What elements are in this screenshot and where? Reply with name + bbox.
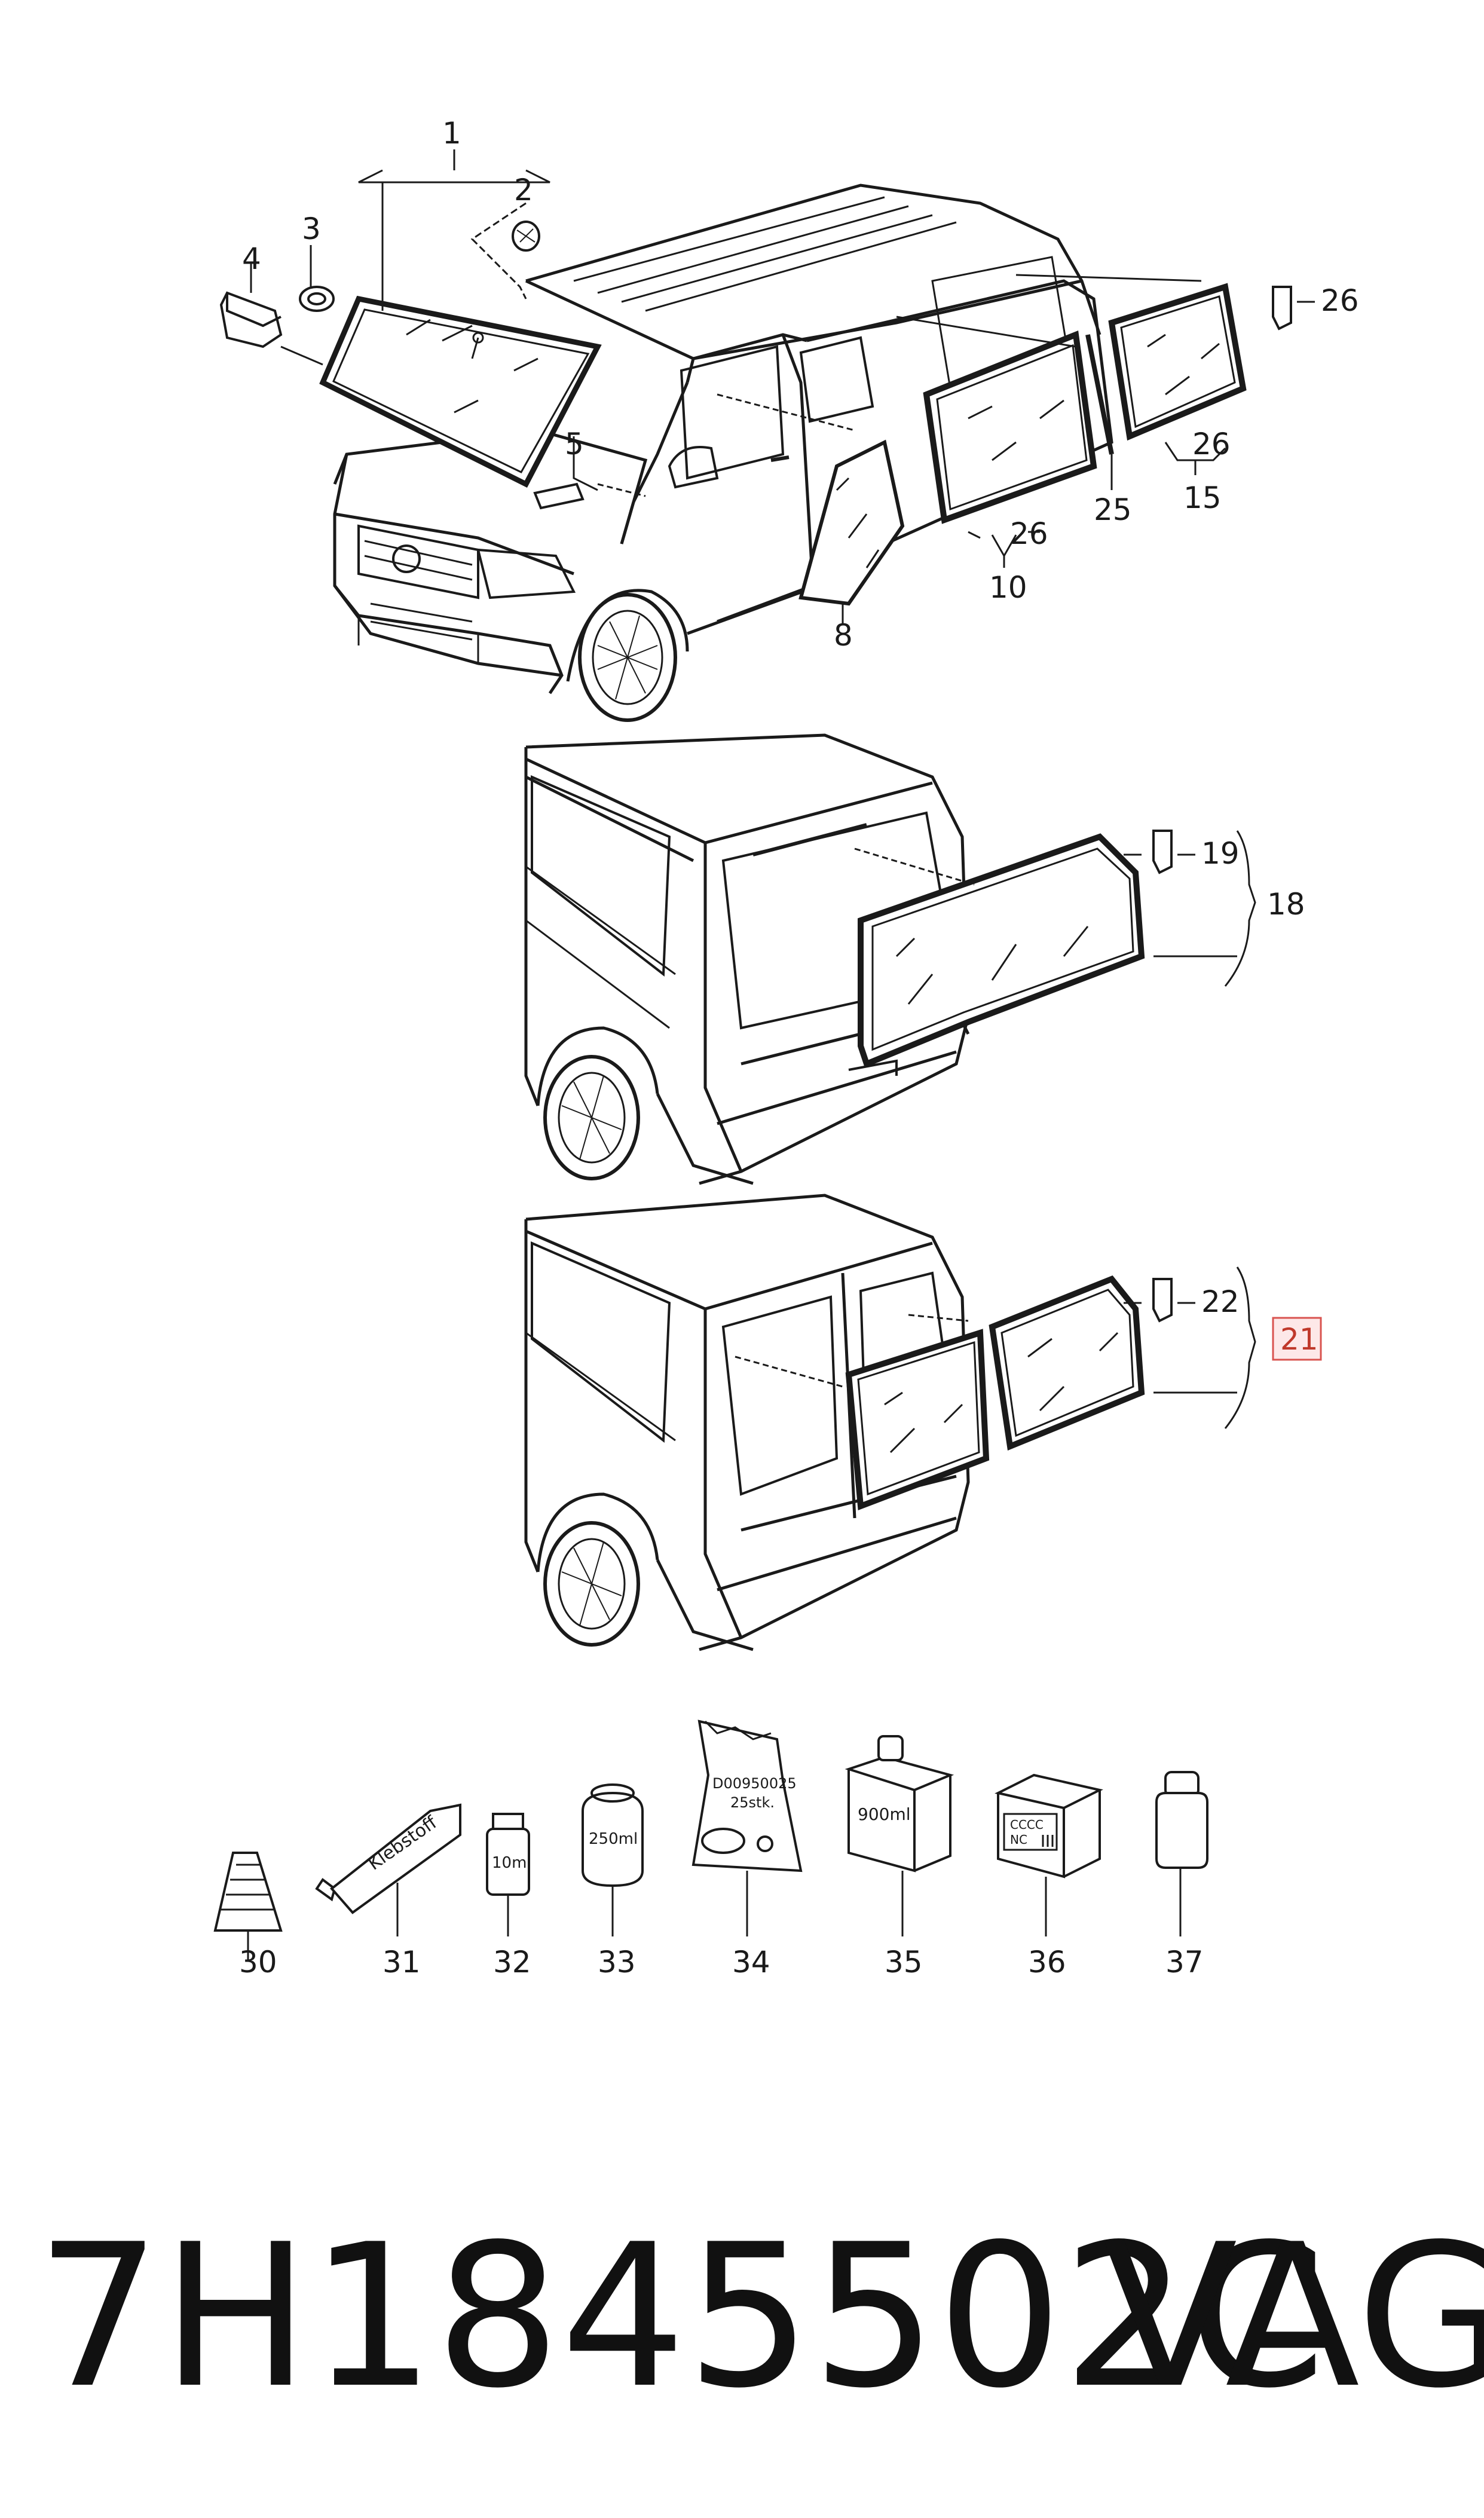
callout-21-highlight xyxy=(1272,1317,1322,1361)
trim-strip-part-25 xyxy=(1085,334,1114,455)
accessory-adhesive-tube-part-31: Klebstoff xyxy=(315,1803,461,1936)
windscreen xyxy=(319,295,602,488)
tailgate-glass-part-18 xyxy=(858,833,1145,1068)
rain-sensor-part-4 xyxy=(219,291,283,348)
accessory-vial-part-32: 10ml xyxy=(486,1813,531,1936)
callout-18: 18 xyxy=(1267,887,1305,922)
leader-lines-lower xyxy=(735,1266,1256,1429)
leader-lines-top xyxy=(250,149,1315,625)
callout-32: 32 xyxy=(493,1945,531,1979)
callout-8: 8 xyxy=(834,618,853,653)
brand-name: VAG xyxy=(1103,2202,1484,2431)
door-window-part-8 xyxy=(798,439,905,606)
callout-4: 4 xyxy=(242,241,261,276)
accessory-bag-part-34: D00950025 25stk. xyxy=(691,1720,803,1936)
clip-part-19 xyxy=(1152,830,1173,874)
accessory-bottle-part-35: 900ml xyxy=(844,1735,954,1936)
side-window-part-15 xyxy=(1108,283,1247,441)
callout-15: 15 xyxy=(1183,481,1222,515)
leader-lines-middle xyxy=(854,830,1256,987)
callout-35: 35 xyxy=(885,1945,923,1979)
callout-37: 37 xyxy=(1165,1945,1204,1979)
sensor-ring-part-3 xyxy=(299,286,335,312)
can-label: 250ml xyxy=(589,1830,638,1848)
callout-30: 30 xyxy=(239,1945,277,1979)
callout-19: 19 xyxy=(1201,836,1240,871)
callout-31: 31 xyxy=(383,1945,421,1979)
callout-26-a: 26 xyxy=(1010,516,1048,551)
bag-qty: 25stk. xyxy=(730,1794,775,1811)
box-label-1: CCCC xyxy=(1010,1818,1044,1832)
accessory-jar-part-37 xyxy=(1155,1771,1208,1936)
callout-5: 5 xyxy=(565,427,584,461)
callout-3: 3 xyxy=(302,212,321,246)
callout-26-c: 26 xyxy=(1321,283,1359,318)
van-front-view xyxy=(333,183,1113,722)
clip-part-2 xyxy=(512,221,540,252)
callout-25: 25 xyxy=(1094,492,1132,527)
accessory-can-part-33: 250ml xyxy=(582,1783,644,1936)
barn-door-glass-part-21 xyxy=(845,1275,1145,1511)
accessory-box-part-36: CCCC NC xyxy=(995,1773,1103,1936)
accessory-nozzle-part-30 xyxy=(213,1852,283,1960)
part-number: 7H1845502C xyxy=(36,2202,1326,2431)
bag-code: D00950025 xyxy=(712,1775,797,1792)
callout-34: 34 xyxy=(732,1945,770,1979)
side-window-part-10 xyxy=(923,330,1097,524)
callouts: 1 2 3 4 5 8 10 26 25 26 15 26 19 18 22 2… xyxy=(239,116,1359,1979)
box-label-2: NC xyxy=(1010,1832,1027,1847)
callout-10: 10 xyxy=(989,570,1027,605)
callout-26-b: 26 xyxy=(1192,427,1231,461)
bracket-part-5 xyxy=(533,482,585,510)
bottle-label: 900ml xyxy=(858,1804,911,1824)
clip-part-22 xyxy=(1152,1278,1173,1323)
callout-33: 33 xyxy=(598,1945,636,1979)
callout-2: 2 xyxy=(514,173,533,207)
callout-1: 1 xyxy=(442,116,461,151)
callout-36: 36 xyxy=(1028,1945,1066,1979)
callout-21: 21 xyxy=(1280,1322,1318,1357)
clip-part-26 xyxy=(1272,286,1292,331)
callout-22: 22 xyxy=(1201,1284,1240,1319)
vial-label: 10ml xyxy=(492,1854,531,1872)
